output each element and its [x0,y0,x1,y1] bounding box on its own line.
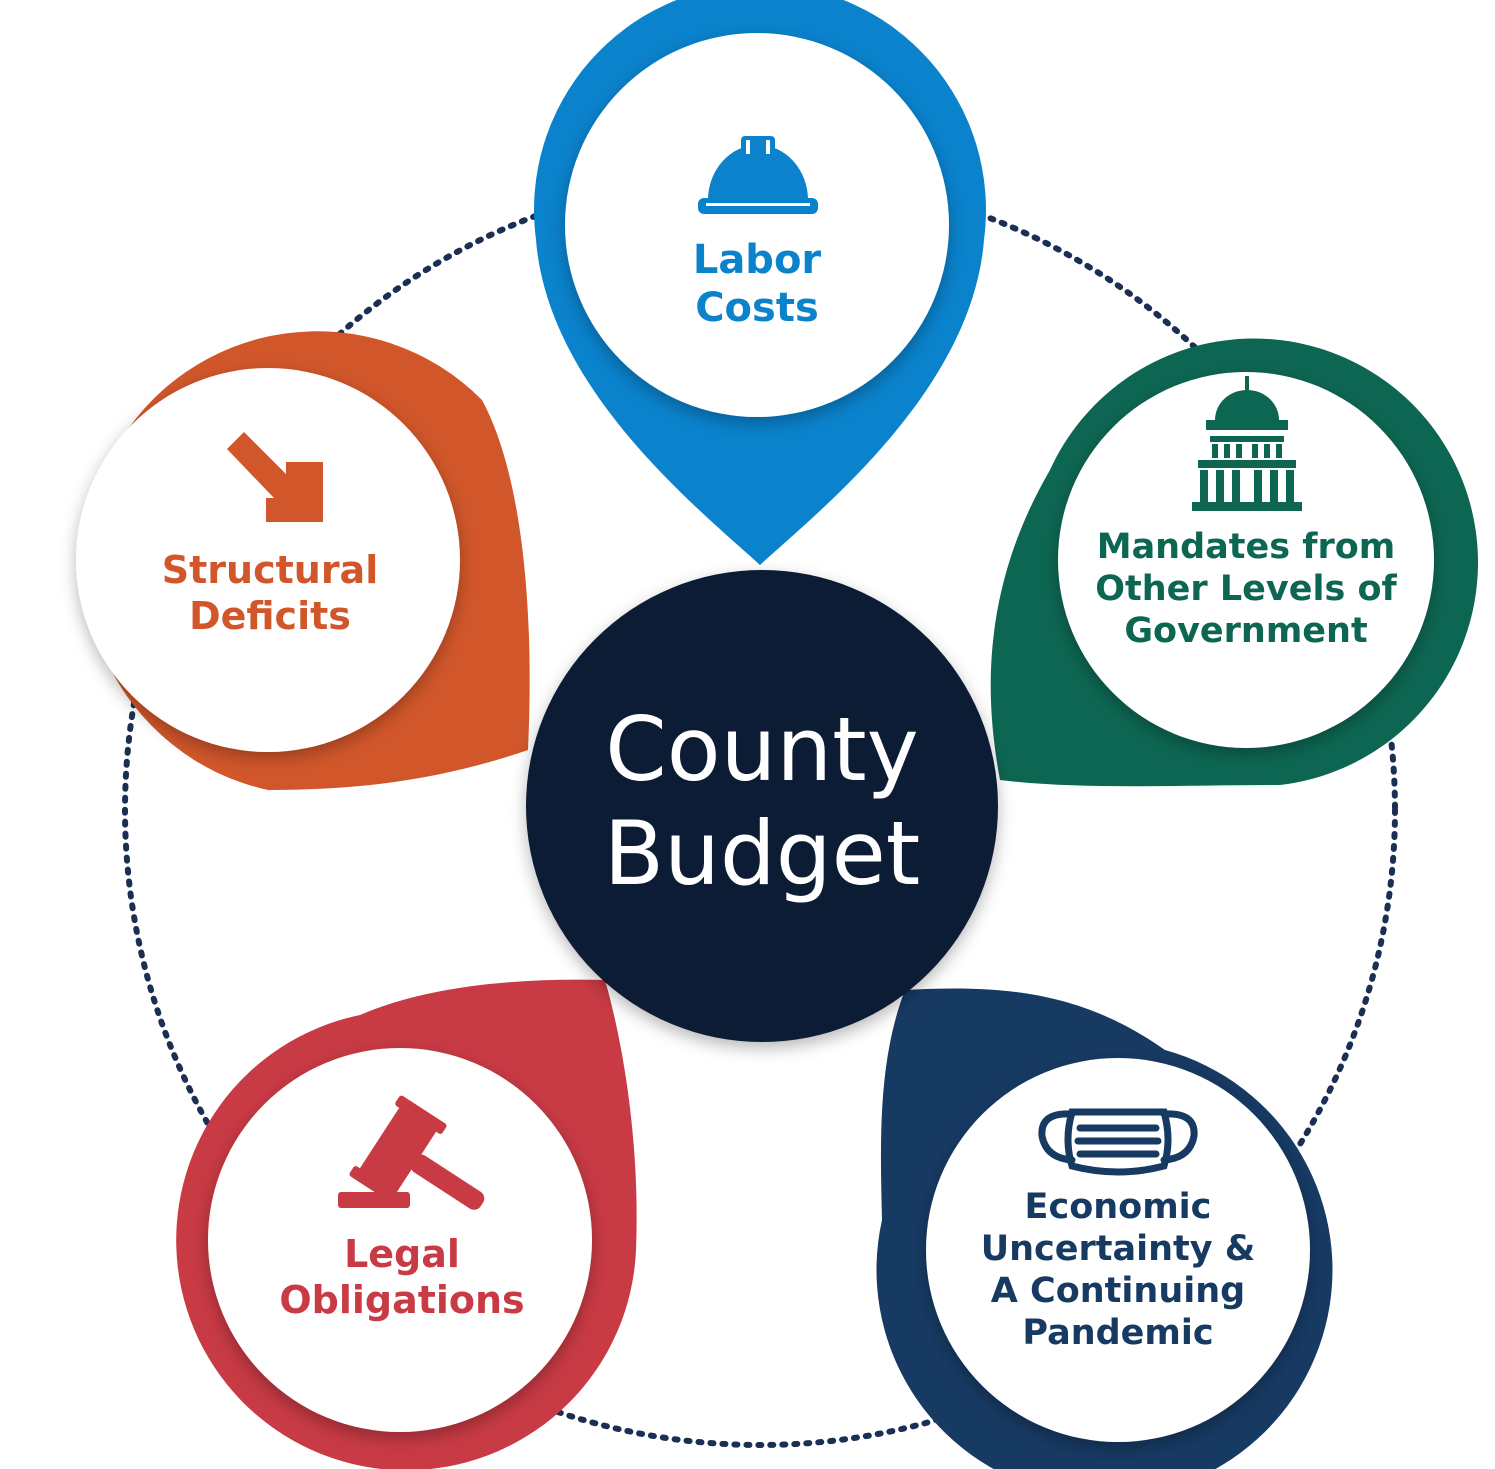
gavel-icon [338,1095,485,1210]
center-title: County Budget [527,698,997,906]
economic-node [876,988,1333,1469]
center-title-line-2: Budget [603,802,921,905]
economic-line-3: A Continuing [990,1271,1246,1311]
center-title-line-1: County [605,698,919,801]
capitol-building-icon [1192,376,1302,511]
legal-line-1: Legal [344,1232,460,1276]
structural-line-1: Structural [161,548,379,592]
labor-costs-line-2: Costs [695,285,819,331]
mandates-line-1: Mandates from [1096,527,1396,567]
mandates-line-3: Government [1124,611,1368,651]
labor-costs-node [534,0,986,565]
legal-label: Legal Obligations [262,1232,542,1323]
legal-node [176,979,637,1469]
structural-deficits-node [76,331,530,790]
structural-deficits-label: Structural Deficits [130,548,410,639]
labor-costs-line-1: Labor [692,237,822,283]
economic-line-4: Pandemic [1022,1313,1214,1353]
mandates-line-2: Other Levels of [1095,569,1397,609]
face-mask-icon [1038,1108,1198,1176]
economic-label: Economic Uncertainty & A Continuing Pand… [958,1186,1278,1354]
hard-hat-icon [698,136,818,214]
labor-costs-label: Labor Costs [657,236,857,332]
arrow-down-right-icon [227,432,323,522]
center-circle [526,570,998,1042]
mandates-label: Mandates from Other Levels of Government [1066,526,1426,652]
structural-line-2: Deficits [189,593,351,638]
legal-line-2: Obligations [279,1277,525,1322]
economic-line-2: Uncertainty & [980,1229,1256,1269]
mandates-node [990,338,1479,787]
economic-line-1: Economic [1024,1187,1212,1227]
